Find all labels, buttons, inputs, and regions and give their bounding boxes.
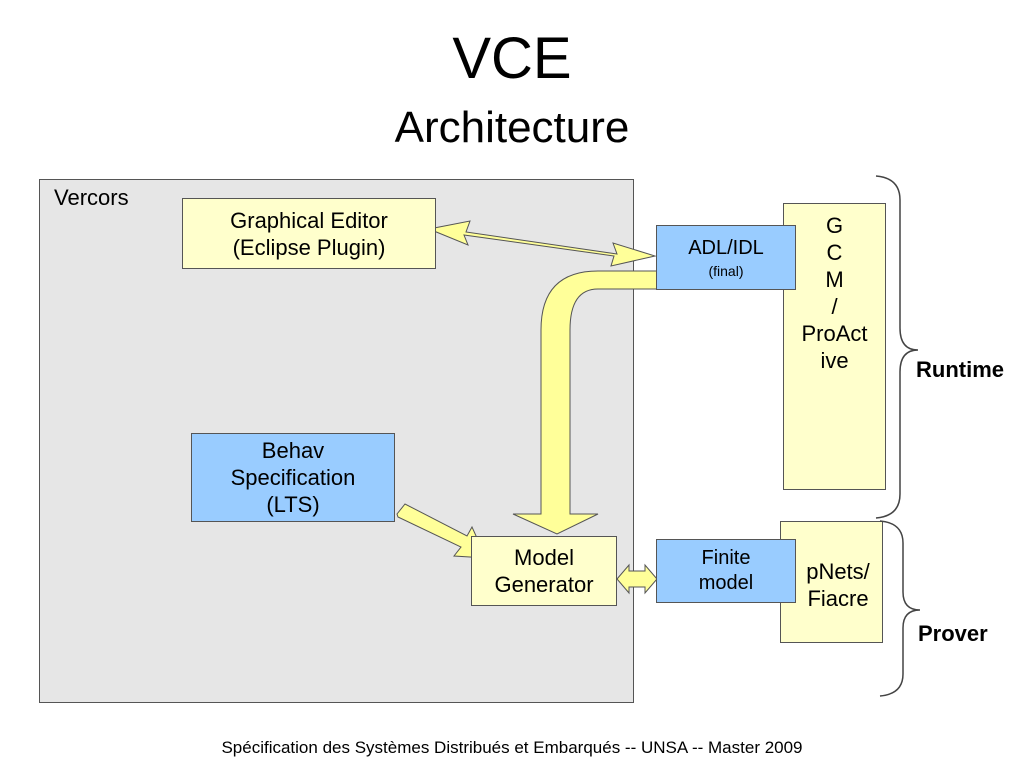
adl-idl-note: (final) [708,263,744,279]
behav-spec-line-3: (LTS) [266,492,320,517]
model-generator-line-1: Model [514,545,574,570]
prover-brace [879,520,921,697]
runtime-label: Runtime [916,357,1004,382]
footer: Spécification des Systèmes Distribués et… [221,738,803,757]
graphical-editor-line-2: (Eclipse Plugin) [232,234,386,260]
model-generator-box: Model Generator [471,536,617,606]
pnets-line-2: Fiacre [807,586,869,611]
pnets-line-1: pNets/ [806,559,870,584]
finite-model-line-1: Finite [701,547,751,569]
behav-spec-line-2: Specification [230,465,356,490]
gcm-line-5: ProAct [801,321,868,346]
gcm-line-1: G [825,213,844,238]
gcm-line-6: ive [820,348,849,373]
behav-spec-box: Behav Specification (LTS) [191,433,395,522]
graphical-editor-line-1: Graphical Editor [230,207,388,233]
graphical-editor-box: Graphical Editor (Eclipse Plugin) [182,198,436,269]
finite-model-box: Finite model [656,539,796,603]
model-generator-line-2: Generator [494,572,594,597]
adl-to-model-generator-arrow [512,270,658,535]
slide-title: VCE [452,26,572,91]
editor-adl-double-arrow [427,220,657,267]
finite-model-line-2: model [698,572,754,594]
prover-label: Prover [918,621,988,646]
gcm-proactive-box: G C M / ProAct ive [783,203,886,490]
runtime-brace [875,175,919,519]
pnets-fiacre-box: pNets/ Fiacre [780,521,883,643]
slide-subtitle: Architecture [394,103,630,152]
gcm-line-3: M [825,267,844,292]
behav-spec-line-1: Behav [261,438,325,463]
gcm-line-2: C [826,240,843,265]
adl-idl-label: ADL/IDL [688,237,764,259]
adl-idl-box: ADL/IDL (final) [656,225,796,290]
vercors-label: Vercors [54,185,129,210]
gcm-line-4: / [831,294,838,319]
model-finite-double-arrow [616,563,658,595]
